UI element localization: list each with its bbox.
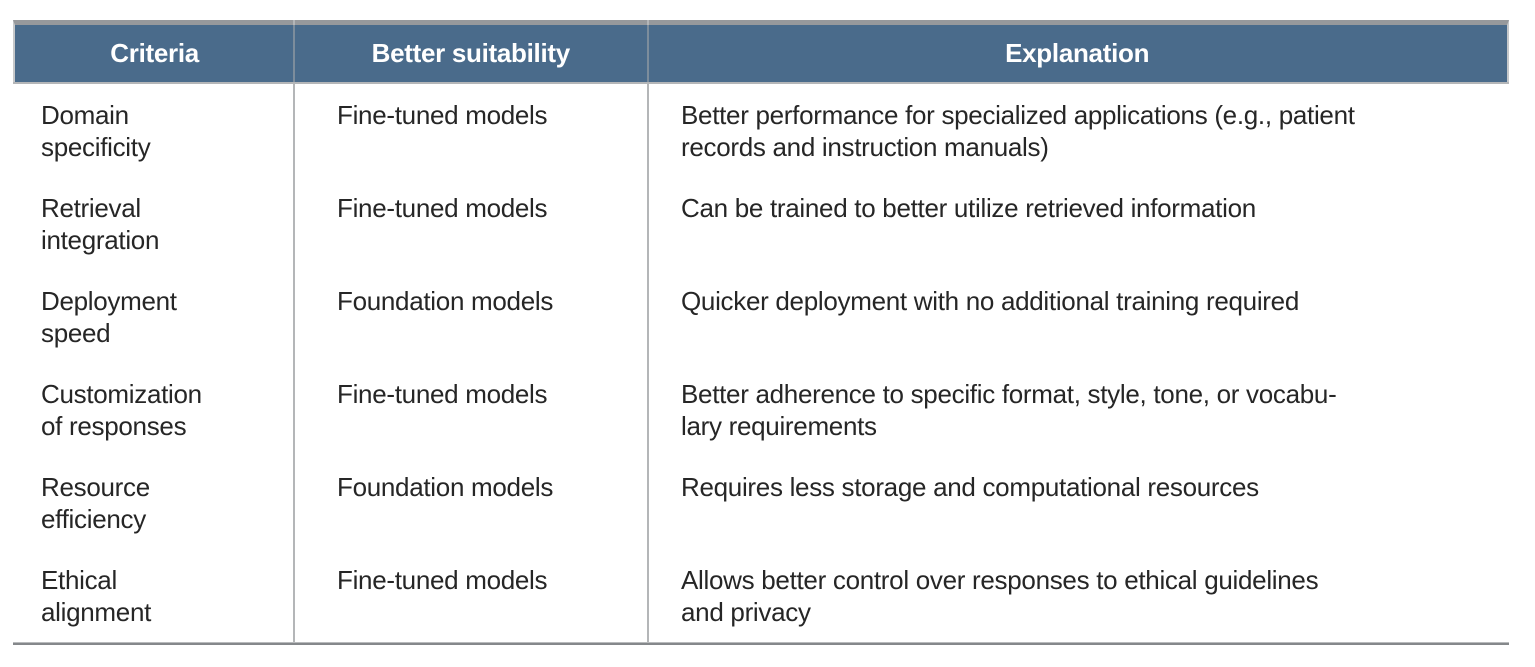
comparison-table: Criteria Better suitability Explanation …: [13, 20, 1509, 645]
table-row: Domain specificity Fine-tuned models Bet…: [13, 84, 1509, 177]
header-underline: [13, 82, 1509, 84]
cell-explanation: Allows better control over responses to …: [681, 565, 1319, 627]
column-divider: [647, 20, 649, 642]
column-header-suitability: Better suitability: [371, 38, 571, 68]
table-row: Resource efficiency Foundation models Re…: [13, 456, 1509, 549]
table-row: Retrieval integration Fine-tuned models …: [13, 177, 1509, 270]
cell-suitability: Fine-tuned models: [337, 379, 548, 409]
table-row: Ethical alignment Fine-tuned models Allo…: [13, 549, 1509, 642]
cell-criteria: Resource efficiency: [41, 472, 150, 534]
cell-suitability: Foundation models: [337, 286, 554, 316]
cell-criteria: Retrieval integration: [41, 193, 160, 255]
cell-criteria: Deployment speed: [41, 286, 177, 348]
column-divider-header-segment: [647, 25, 649, 82]
cell-explanation: Better adherence to specific format, sty…: [681, 379, 1337, 441]
column-divider-header-segment: [293, 25, 295, 82]
cell-explanation: Better performance for specialized appli…: [681, 100, 1355, 162]
table-row: Customization of responses Fine-tuned mo…: [13, 363, 1509, 456]
cell-explanation: Can be trained to better utilize retriev…: [681, 193, 1256, 223]
table-row: Deployment speed Foundation models Quick…: [13, 270, 1509, 363]
cell-explanation: Quicker deployment with no additional tr…: [681, 286, 1299, 316]
cell-criteria: Customization of responses: [41, 379, 202, 441]
column-divider: [293, 20, 295, 642]
cell-criteria: Ethical alignment: [41, 565, 152, 627]
cell-suitability: Fine-tuned models: [337, 193, 548, 223]
cell-criteria: Domain specificity: [41, 100, 151, 162]
table-bottom-border: [13, 642, 1509, 645]
table-header-row: Criteria Better suitability Explanation: [13, 20, 1509, 82]
cell-suitability: Fine-tuned models: [337, 565, 548, 595]
cell-explanation: Requires less storage and computational …: [681, 472, 1259, 502]
cell-suitability: Foundation models: [337, 472, 554, 502]
column-header-criteria: Criteria: [110, 38, 199, 68]
cell-suitability: Fine-tuned models: [337, 100, 548, 130]
column-header-explanation: Explanation: [1005, 38, 1150, 68]
